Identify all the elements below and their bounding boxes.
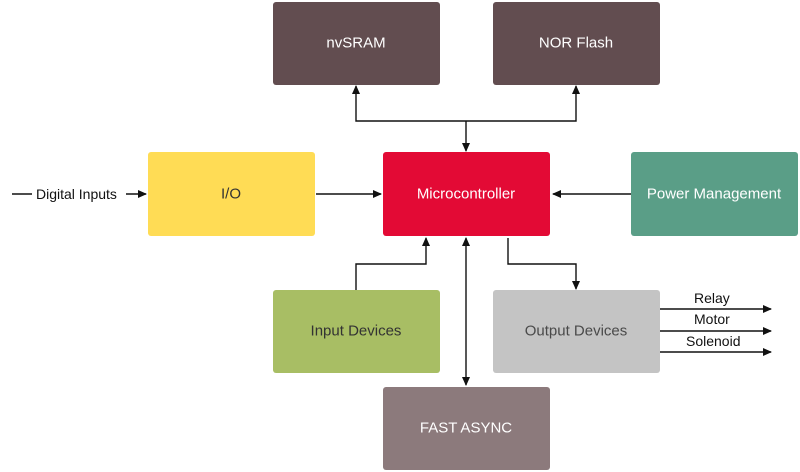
power-management-box — [631, 152, 798, 236]
output-devices-label: Output Devices — [525, 323, 628, 340]
power-management-label: Power Management — [647, 186, 782, 203]
nor-flash-block: NOR Flash — [493, 2, 660, 85]
connectors — [12, 85, 772, 386]
digital-inputs-label: Digital Inputs — [36, 186, 117, 202]
nvsram-box — [273, 2, 440, 85]
nor-flash-box — [493, 2, 660, 85]
input-devices-label: Input Devices — [311, 323, 402, 340]
output-devices-box — [493, 290, 660, 373]
output-devices-block: Output Devices — [493, 290, 660, 373]
microcontroller-label: Microcontroller — [417, 186, 515, 203]
io-label: I/O — [221, 186, 241, 203]
nor-flash-label: NOR Flash — [539, 35, 613, 52]
relay-label: Relay — [694, 290, 730, 306]
mcu-to-output-devices-arrow — [507, 238, 580, 290]
input-devices-box — [273, 290, 440, 373]
fast-async-block: FAST ASYNC — [383, 387, 550, 470]
nor-flash-connector — [466, 85, 580, 122]
solenoid-label: Solenoid — [686, 333, 741, 349]
nvsram-connector — [352, 85, 466, 122]
input-devices-block: Input Devices — [273, 290, 440, 373]
io-block: I/O — [148, 152, 315, 236]
motor-label: Motor — [694, 311, 730, 327]
nvsram-block: nvSRAM — [273, 2, 440, 85]
power-management-block: Power Management — [631, 152, 798, 236]
input-devices-to-mcu-arrow — [355, 237, 430, 290]
fast-async-box — [383, 387, 550, 470]
fast-async-label: FAST ASYNC — [420, 420, 512, 437]
microcontroller-block: Microcontroller — [383, 152, 550, 236]
microcontroller-box — [383, 152, 550, 236]
nvsram-label: nvSRAM — [326, 35, 385, 52]
io-box — [148, 152, 315, 236]
